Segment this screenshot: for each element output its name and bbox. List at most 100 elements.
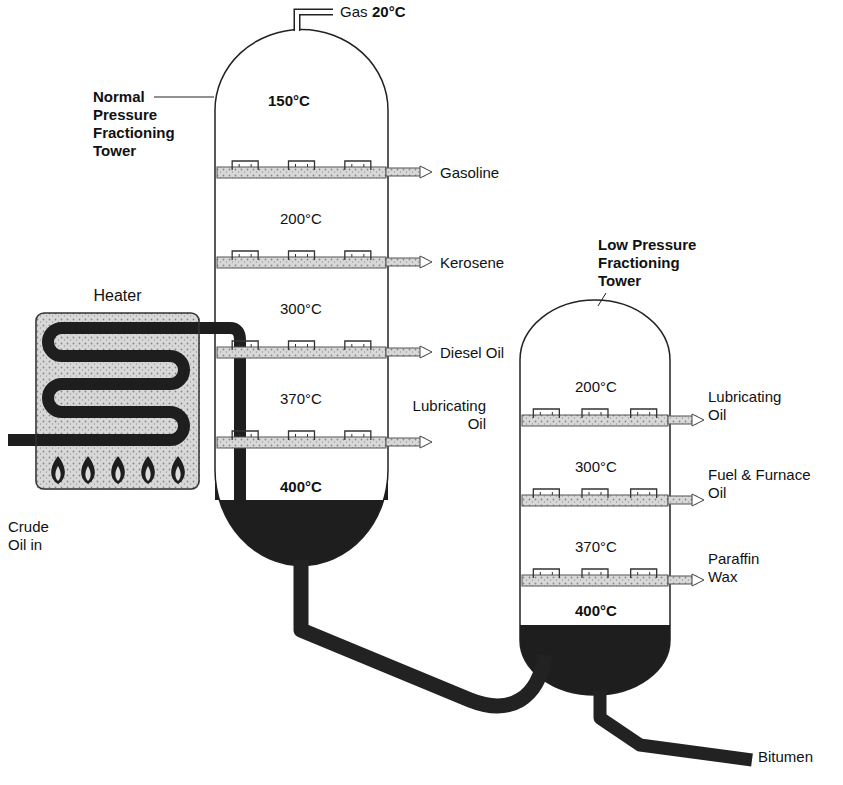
bubble-cap — [289, 251, 315, 260]
riser — [239, 164, 251, 167]
product-label: Lubricating Oil — [398, 397, 486, 433]
residue-pipe — [301, 560, 545, 706]
outlet-arrow — [420, 166, 432, 178]
tray — [522, 415, 668, 426]
flame-core — [115, 466, 120, 481]
product-label: Lubricating Oil — [708, 388, 800, 424]
flame — [171, 456, 185, 484]
outlet-arrow — [420, 256, 432, 268]
flame — [81, 456, 95, 484]
bubble-cap — [345, 341, 371, 350]
tray — [217, 437, 386, 448]
bubble-cap — [533, 409, 559, 418]
tower-name: Normal Pressure Fractioning Tower — [93, 88, 203, 160]
flame-core — [55, 466, 60, 481]
riser — [352, 164, 364, 167]
product-label: Kerosene — [440, 254, 504, 272]
tray — [217, 257, 386, 268]
bubble-cap — [582, 409, 608, 418]
bubble-cap — [232, 251, 258, 260]
flame — [141, 456, 155, 484]
outlet-pipe — [386, 258, 424, 266]
riser — [540, 492, 552, 495]
temperature: 370°C — [280, 390, 322, 408]
bubble-cap — [631, 409, 657, 418]
riser — [352, 254, 364, 257]
gas-label: Gas — [340, 3, 368, 21]
bubble-cap — [232, 161, 258, 170]
riser — [540, 572, 552, 575]
bubble-cap — [345, 251, 371, 260]
bubble-cap — [533, 569, 559, 578]
outlet-pipe — [386, 348, 424, 356]
input-label: Crude Oil in — [8, 518, 66, 554]
heater-coil — [8, 328, 240, 505]
riser — [296, 344, 308, 347]
outlet-pipe — [386, 168, 424, 176]
temperature: 200°C — [575, 378, 617, 396]
low-pressure-tower — [520, 300, 670, 695]
tower-name: Low Pressure Fractioning Tower — [598, 236, 720, 290]
flame-core — [85, 466, 90, 481]
outlet-pipe — [386, 438, 424, 446]
temperature: 400°C — [575, 602, 617, 620]
outlet-arrow — [420, 346, 432, 358]
bubble-cap — [289, 341, 315, 350]
heater-border — [36, 313, 199, 489]
product-label: Diesel Oil — [440, 344, 504, 362]
riser — [239, 344, 251, 347]
heater-fill — [35, 313, 200, 490]
product-label: Bitumen — [758, 748, 813, 766]
riser — [589, 412, 601, 415]
flame — [111, 456, 125, 484]
riser — [540, 412, 552, 415]
bubble-cap — [582, 489, 608, 498]
bubble-cap — [289, 161, 315, 170]
product-label: Paraffin Wax — [708, 550, 788, 586]
temperature: 150°C — [268, 92, 310, 110]
flame-core — [175, 466, 180, 481]
outlet-arrow — [692, 414, 704, 426]
riser — [638, 412, 650, 415]
temperature: 400°C — [280, 478, 322, 496]
riser — [352, 344, 364, 347]
tray — [217, 167, 386, 178]
riser — [638, 492, 650, 495]
bubble-cap — [345, 161, 371, 170]
bubble-cap — [345, 431, 371, 440]
leader-line — [598, 293, 606, 306]
outlet-arrow — [692, 494, 704, 506]
bitumen-pipe — [600, 690, 752, 760]
temperature: 200°C — [280, 210, 322, 228]
riser — [239, 434, 251, 437]
riser — [296, 434, 308, 437]
heater-label: Heater — [35, 286, 200, 306]
bubble-cap — [232, 341, 258, 350]
tray — [522, 575, 668, 586]
heater-outline — [35, 286, 200, 492]
riser — [352, 434, 364, 437]
flame — [51, 456, 65, 484]
riser — [239, 254, 251, 257]
temperature: 20°C — [372, 3, 406, 21]
bubble-cap — [631, 569, 657, 578]
bubble-cap — [232, 431, 258, 440]
product-label: Fuel & Furnace Oil — [708, 466, 830, 502]
flame-core — [145, 466, 150, 481]
temperature: 300°C — [575, 458, 617, 476]
outlet-arrow — [420, 436, 432, 448]
outlet-arrow — [692, 574, 704, 586]
product-label: Gasoline — [440, 164, 499, 182]
heater-box: Heater — [35, 286, 200, 492]
riser — [296, 254, 308, 257]
bubble-cap — [533, 489, 559, 498]
tray — [217, 347, 386, 358]
leader-line — [154, 97, 214, 98]
riser — [589, 572, 601, 575]
bubble-cap — [582, 569, 608, 578]
tray — [522, 495, 668, 506]
temperature: 300°C — [280, 300, 322, 318]
bubble-cap — [631, 489, 657, 498]
riser — [638, 572, 650, 575]
